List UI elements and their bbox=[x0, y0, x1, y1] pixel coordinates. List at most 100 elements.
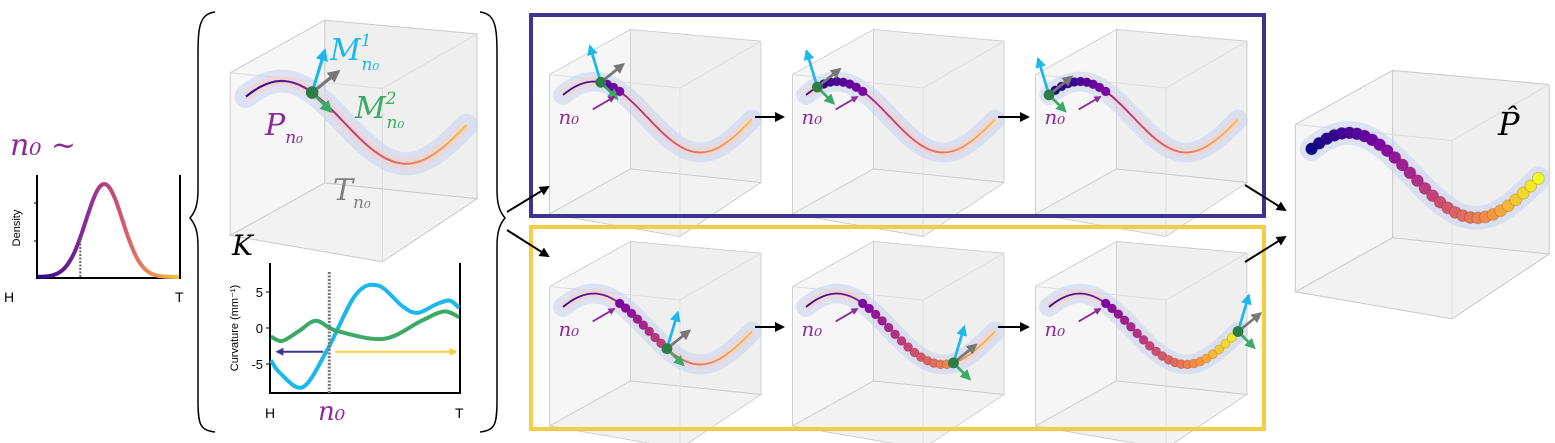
n0-label: n₀ bbox=[802, 318, 823, 341]
m1-vector bbox=[1035, 56, 1051, 96]
cube-panel: n₀ bbox=[1034, 240, 1263, 443]
bead bbox=[1107, 303, 1117, 314]
density-ylabel: Density bbox=[11, 209, 23, 246]
bead bbox=[857, 86, 868, 97]
bead bbox=[1388, 151, 1402, 164]
y-tick-label: 5 bbox=[256, 285, 263, 300]
cube-panel bbox=[1293, 69, 1551, 320]
m1-vector bbox=[952, 324, 967, 364]
n0-pointer-arrow bbox=[592, 308, 616, 323]
n0-pointer-arrow bbox=[835, 308, 859, 323]
bead bbox=[1144, 340, 1155, 351]
n0-sampling-label: n₀ ~ bbox=[10, 128, 76, 163]
cube-floor bbox=[228, 182, 479, 263]
t-label: Tn₀ bbox=[333, 173, 371, 213]
n0-label: n₀ bbox=[559, 106, 580, 129]
cube-panel bbox=[228, 19, 479, 263]
density-x-end: T bbox=[175, 289, 184, 305]
density-plot: Density H T bbox=[4, 175, 184, 305]
m1-vector bbox=[310, 48, 328, 93]
arrow-tail-to-result bbox=[1244, 235, 1287, 263]
cube-floor bbox=[1034, 168, 1249, 237]
bead bbox=[1138, 334, 1149, 345]
curvature-x-end: T bbox=[455, 405, 464, 421]
bead bbox=[1132, 328, 1143, 339]
curvature-x-start: H bbox=[265, 405, 275, 421]
bead bbox=[1100, 86, 1111, 97]
frame-origin bbox=[1232, 326, 1244, 337]
y-tick-label: -5 bbox=[251, 357, 263, 372]
bead bbox=[1418, 181, 1432, 195]
bead bbox=[1113, 309, 1124, 320]
n0-label: n₀ bbox=[1045, 318, 1066, 341]
m1-vector bbox=[665, 310, 681, 350]
bead bbox=[1214, 344, 1225, 355]
bead bbox=[851, 82, 862, 93]
bead bbox=[614, 86, 625, 97]
right-brace bbox=[479, 11, 506, 433]
cube-panel: n₀ bbox=[1034, 28, 1249, 237]
bead bbox=[1516, 186, 1530, 200]
curvature-title: K bbox=[231, 229, 255, 262]
bead bbox=[883, 322, 894, 333]
frame-origin bbox=[1043, 89, 1055, 101]
cube-panel: n₀ bbox=[791, 28, 1006, 237]
m1-vector bbox=[803, 49, 819, 88]
bead bbox=[1380, 144, 1394, 158]
bead bbox=[1100, 298, 1111, 309]
curvature-plot: K Curvature (mm⁻¹) H T n₀ 5 0 -5 bbox=[229, 229, 464, 427]
m1-vector bbox=[587, 44, 603, 83]
p-label: Pn₀ bbox=[264, 108, 303, 148]
arrow-head-to-result bbox=[1244, 184, 1287, 212]
bead bbox=[638, 320, 649, 331]
cube-panel: n₀ bbox=[791, 240, 1006, 443]
bead bbox=[857, 298, 868, 309]
bead bbox=[903, 342, 914, 352]
curvature-series-line bbox=[270, 309, 460, 344]
n0-label: n₀ bbox=[559, 318, 580, 341]
cube-floor bbox=[548, 168, 763, 237]
bead bbox=[1151, 346, 1162, 357]
arrow-to-tail-sequence bbox=[506, 229, 550, 258]
bead bbox=[1119, 315, 1130, 326]
curvature-ylabel: Curvature (mm⁻¹) bbox=[229, 285, 241, 371]
bead bbox=[890, 329, 901, 340]
curvature-n0-label: n₀ bbox=[318, 397, 346, 427]
n0-pointer-arrow bbox=[1078, 308, 1102, 323]
frame-origin bbox=[661, 343, 673, 355]
bead bbox=[1207, 349, 1218, 360]
cube-floor bbox=[1293, 237, 1551, 320]
y-tick-label: 0 bbox=[256, 321, 263, 336]
m1-vector bbox=[1236, 293, 1252, 332]
n0-label: n₀ bbox=[1045, 106, 1066, 129]
centerline bbox=[245, 79, 468, 165]
bead bbox=[644, 326, 655, 337]
bead bbox=[1531, 171, 1545, 185]
bead bbox=[877, 315, 888, 326]
arrow-to-head-sequence bbox=[506, 185, 550, 213]
cube-panel: n₀ bbox=[548, 28, 763, 237]
frame-origin bbox=[948, 357, 959, 369]
frame-origin bbox=[811, 81, 823, 93]
bead bbox=[650, 332, 661, 343]
bead bbox=[870, 309, 881, 320]
n0-pointer-arrow bbox=[1078, 96, 1102, 111]
bead bbox=[626, 308, 637, 319]
cube-floor bbox=[791, 168, 1006, 237]
frame-origin bbox=[595, 76, 607, 88]
bead bbox=[1226, 332, 1237, 343]
bead bbox=[1410, 174, 1424, 188]
bead bbox=[620, 303, 631, 314]
bead bbox=[1220, 338, 1231, 349]
tail-sequence-box bbox=[529, 225, 1266, 431]
density-x-start: H bbox=[4, 289, 14, 305]
bead bbox=[1125, 321, 1136, 332]
head-sequence-box bbox=[529, 13, 1266, 218]
centerline bbox=[562, 80, 753, 154]
bead bbox=[896, 335, 907, 346]
left-brace bbox=[189, 11, 216, 433]
